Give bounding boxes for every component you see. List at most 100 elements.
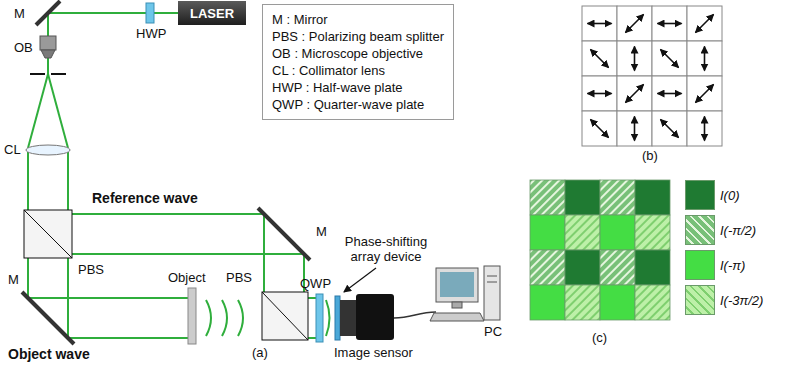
panel-label: (c) — [592, 330, 607, 345]
polarizer-array-grid — [658, 23, 682, 25]
image-sensor-camera — [340, 300, 356, 336]
pc-computer — [484, 266, 500, 320]
phase-pixel-grid — [600, 250, 635, 285]
laser-beam — [48, 74, 68, 148]
polarizer-array-grid — [634, 117, 636, 141]
pc-computer — [440, 272, 474, 297]
phase-pixel-grid — [635, 180, 670, 215]
abbreviation-line: CL : Collimator lens — [272, 62, 444, 79]
polarizer-array-grid — [652, 111, 687, 146]
laser-beam — [48, 12, 178, 14]
image-sensor-camera — [356, 294, 394, 340]
phase-pixel-grid — [635, 250, 670, 285]
polarizer-array-grid — [617, 111, 652, 146]
polarizer-array-grid — [591, 120, 609, 138]
laser-beam — [263, 214, 265, 292]
laser-beam — [326, 300, 330, 336]
pc-computer — [487, 282, 497, 283]
leader-arrow — [344, 268, 376, 292]
laser-beam — [47, 13, 49, 38]
laser-beam — [47, 58, 49, 74]
component-label: M — [316, 224, 327, 239]
laser-beam — [222, 300, 227, 336]
polarizer-array-grid — [582, 6, 722, 146]
legend-text: I(-3π/2) — [720, 293, 763, 308]
collimator-lens — [26, 145, 70, 155]
beam-label: Object wave — [8, 346, 90, 362]
polarizer-array-grid — [652, 76, 687, 111]
polarizer-array-grid — [696, 85, 714, 103]
cable — [394, 312, 436, 318]
laser-beam — [72, 213, 264, 215]
polarizer-array-grid — [696, 15, 714, 33]
microscope-objective — [40, 36, 56, 58]
polarizer-array-grid — [687, 76, 722, 111]
polarizer-array-grid — [661, 120, 679, 138]
laser-beam — [308, 297, 316, 299]
polarizer-array-grid — [626, 85, 644, 103]
component-label: M — [8, 272, 19, 287]
laser-beam — [308, 337, 316, 339]
mirror — [36, 1, 60, 25]
phase-pixel-grid — [530, 180, 565, 215]
legend-swatch — [685, 285, 715, 315]
laser-box: LASER — [178, 1, 246, 25]
abbreviation-line: OB : Microscope objective — [272, 45, 444, 62]
laser-beam — [72, 253, 304, 255]
component-label: PBS — [78, 262, 104, 277]
phase-pixel-grid — [635, 285, 670, 320]
polarizer-array-grid — [626, 15, 644, 33]
laser-beam — [206, 300, 211, 336]
legend-swatch — [685, 250, 715, 280]
mirror — [22, 292, 74, 344]
polarizer-array-grid — [588, 23, 612, 25]
abbreviation-line: PBS : Polarizing beam splitter — [272, 28, 444, 45]
polarizer-array-grid — [704, 117, 706, 141]
image-sensor-camera — [340, 294, 394, 340]
beam-label: Reference wave — [92, 190, 198, 206]
pc-computer — [452, 302, 462, 308]
polarizer-array-grid — [687, 111, 722, 146]
legend-text: I(0) — [720, 188, 740, 203]
quarter-wave-plate — [316, 294, 323, 342]
polarizer-array-grid — [687, 6, 722, 41]
component-label: M — [14, 6, 25, 21]
beam-splitter-cube — [24, 210, 72, 258]
pc-computer — [436, 268, 478, 302]
polarizer-array-grid — [582, 6, 617, 41]
abbreviation-line: HWP : Half-wave plate — [272, 79, 444, 96]
polarizer-array-grid — [652, 41, 687, 76]
polarizer-array-grid — [617, 41, 652, 76]
polarizer-array-grid — [658, 93, 682, 95]
polarizer-array-grid — [582, 111, 617, 146]
beam-splitter-cube — [262, 292, 308, 340]
polarizer-array-grid — [687, 41, 722, 76]
component-label: HWP — [136, 26, 166, 41]
beam-splitter-cube — [262, 292, 308, 340]
phase-shifting-array — [335, 296, 340, 340]
abbreviation-box: M : MirrorPBS : Polarizing beam splitter… — [262, 4, 454, 120]
legend-swatch — [685, 180, 715, 210]
laser-beam — [27, 258, 29, 298]
microscope-objective — [41, 50, 55, 58]
pc-computer — [487, 276, 497, 277]
laser-beam — [28, 74, 48, 148]
phase-pixel-grid — [600, 215, 635, 250]
abbreviation-line: QWP : Quarter-wave plate — [272, 96, 444, 113]
abbreviation-line: M : Mirror — [272, 11, 444, 28]
panel-label: (a) — [252, 345, 268, 360]
phase-pixel-grid — [565, 180, 600, 215]
polarizer-array-grid — [652, 6, 687, 41]
phase-pixel-grid — [565, 250, 600, 285]
box-label: LASER — [190, 6, 234, 21]
pc-computer — [430, 266, 500, 321]
component-label: Object — [168, 270, 206, 285]
pinhole — [30, 73, 66, 75]
phase-pixel-grid — [565, 285, 600, 320]
legend-text: I(-π/2) — [720, 223, 756, 238]
component-label: QWP — [300, 276, 331, 291]
component-label: PC — [484, 324, 502, 339]
polarizer-array-grid — [582, 41, 617, 76]
pc-computer — [430, 313, 484, 321]
